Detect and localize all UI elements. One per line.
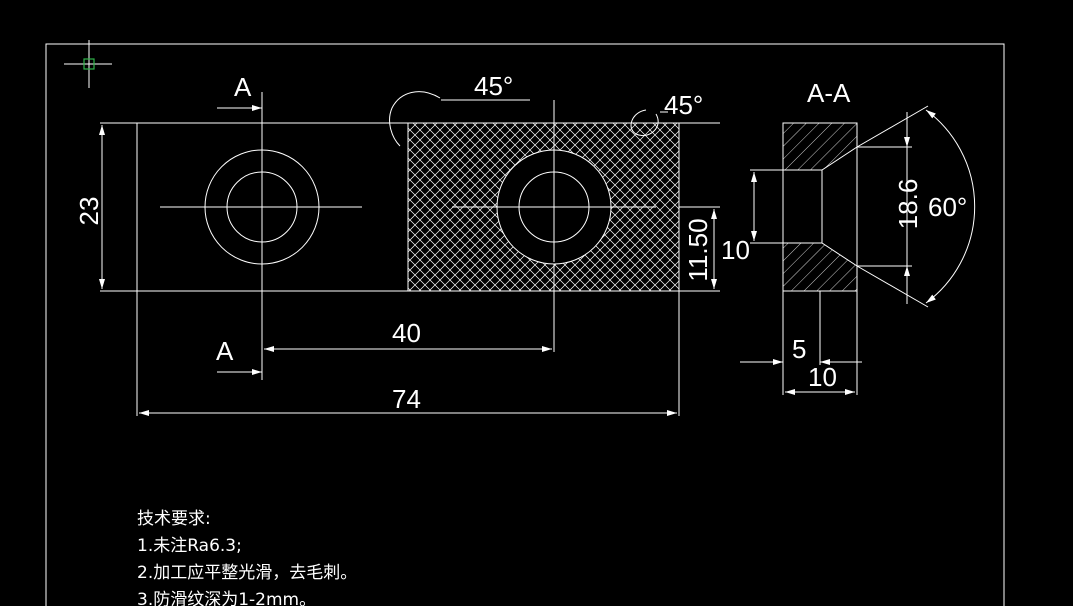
tech-req-item: 2.加工应平整光滑，去毛刺。 [137, 563, 357, 583]
dim-section-step: 5 [792, 334, 806, 364]
dim-section-width: 10 [808, 362, 837, 392]
dim-countersink-angle: 60° [928, 192, 967, 222]
dim-overall-length: 74 [392, 384, 421, 414]
dim-section-outer: 18.6 [893, 179, 923, 230]
tech-req-item: 1.未注Ra6.3; [137, 536, 242, 556]
dim-hole-spacing: 40 [392, 318, 421, 348]
front-view [100, 92, 720, 416]
dim-angle-right: 45° [664, 90, 703, 120]
front-dimension-lines [99, 91, 717, 416]
tech-req-heading: 技术要求: [137, 509, 211, 529]
section-mark-top: A [234, 72, 252, 102]
section-view-title: A-A [807, 78, 851, 108]
dim-section-hole: 10 [721, 235, 750, 265]
crosshair-cursor-icon[interactable] [64, 40, 112, 88]
tech-req-item: 3.防滑纹深为1-2mm。 [137, 590, 316, 606]
section-view [740, 105, 976, 395]
dim-angle-left: 45° [474, 71, 513, 101]
dim-height: 23 [74, 197, 104, 226]
dim-partial-height: 11.50 [683, 218, 713, 281]
section-hatch-top [782, 122, 858, 171]
section-mark-bottom: A [216, 336, 234, 366]
drawing-frame [45, 43, 1005, 606]
technical-requirements: 技术要求: 1.未注Ra6.3; 2.加工应平整光滑，去毛刺。 3.防滑纹深为1… [137, 509, 357, 606]
section-hatch-bottom [782, 242, 858, 292]
